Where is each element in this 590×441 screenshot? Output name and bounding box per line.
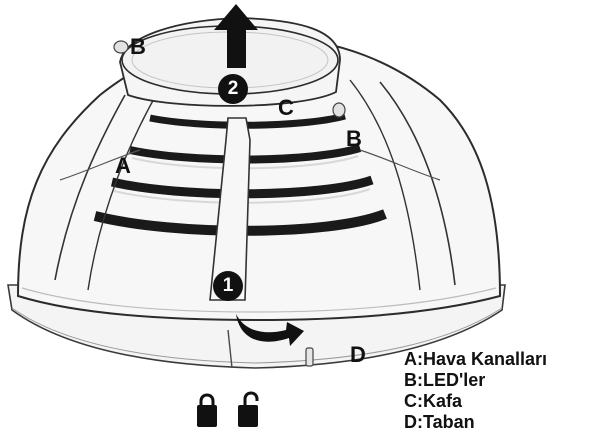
step-2-badge: 2	[218, 74, 248, 104]
legend-item-base: D:Taban	[404, 412, 475, 432]
detector-dome	[16, 34, 502, 322]
legend-item-head: C:Kafa	[404, 391, 463, 411]
legend: A:Hava Kanalları B:LED'ler C:Kafa D:Taba…	[404, 349, 547, 433]
twist-arrow-icon	[236, 314, 304, 346]
lock-closed-icon	[197, 393, 217, 427]
legend-item-leds: B:LED'ler	[404, 370, 486, 390]
label-b-left: B	[130, 34, 146, 59]
label-a: A	[115, 153, 131, 178]
label-c: C	[278, 95, 294, 120]
label-b-right: B	[346, 126, 362, 151]
up-arrow-icon	[214, 4, 258, 68]
led-right	[332, 102, 346, 118]
label-d: D	[350, 342, 366, 367]
step-1-badge: 1	[213, 271, 243, 301]
legend-item-air-channels: A:Hava Kanalları	[404, 349, 548, 369]
led-left	[113, 40, 129, 54]
lock-open-icon	[238, 391, 259, 427]
